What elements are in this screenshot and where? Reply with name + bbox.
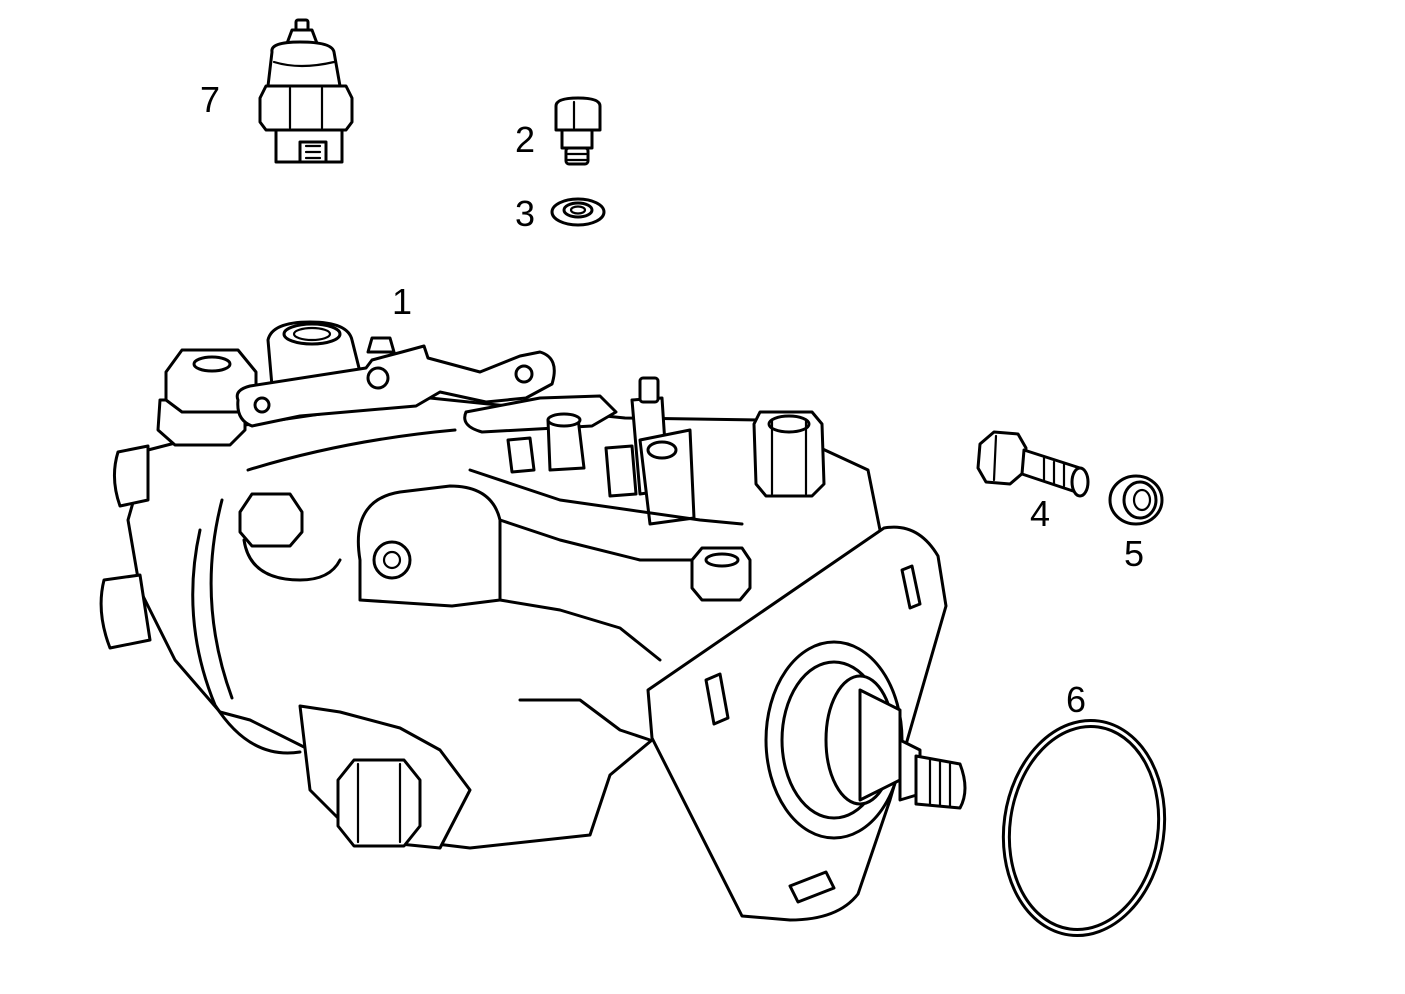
callout-6: 6 xyxy=(1066,679,1086,720)
callout-3: 3 xyxy=(515,193,535,234)
callout-5: 5 xyxy=(1124,533,1144,574)
small-washer-part xyxy=(550,197,606,227)
callout-4: 4 xyxy=(1030,493,1050,534)
banjo-screw-part xyxy=(554,96,602,166)
o-ring-part xyxy=(1001,718,1167,938)
solenoid-valve-part xyxy=(258,18,354,164)
callout-1: 1 xyxy=(392,281,412,322)
bolt-part xyxy=(976,430,1090,498)
injection-pump-part xyxy=(99,320,967,922)
callout-7: 7 xyxy=(200,79,220,120)
washer-part xyxy=(1108,474,1164,526)
callout-2: 2 xyxy=(515,119,535,160)
